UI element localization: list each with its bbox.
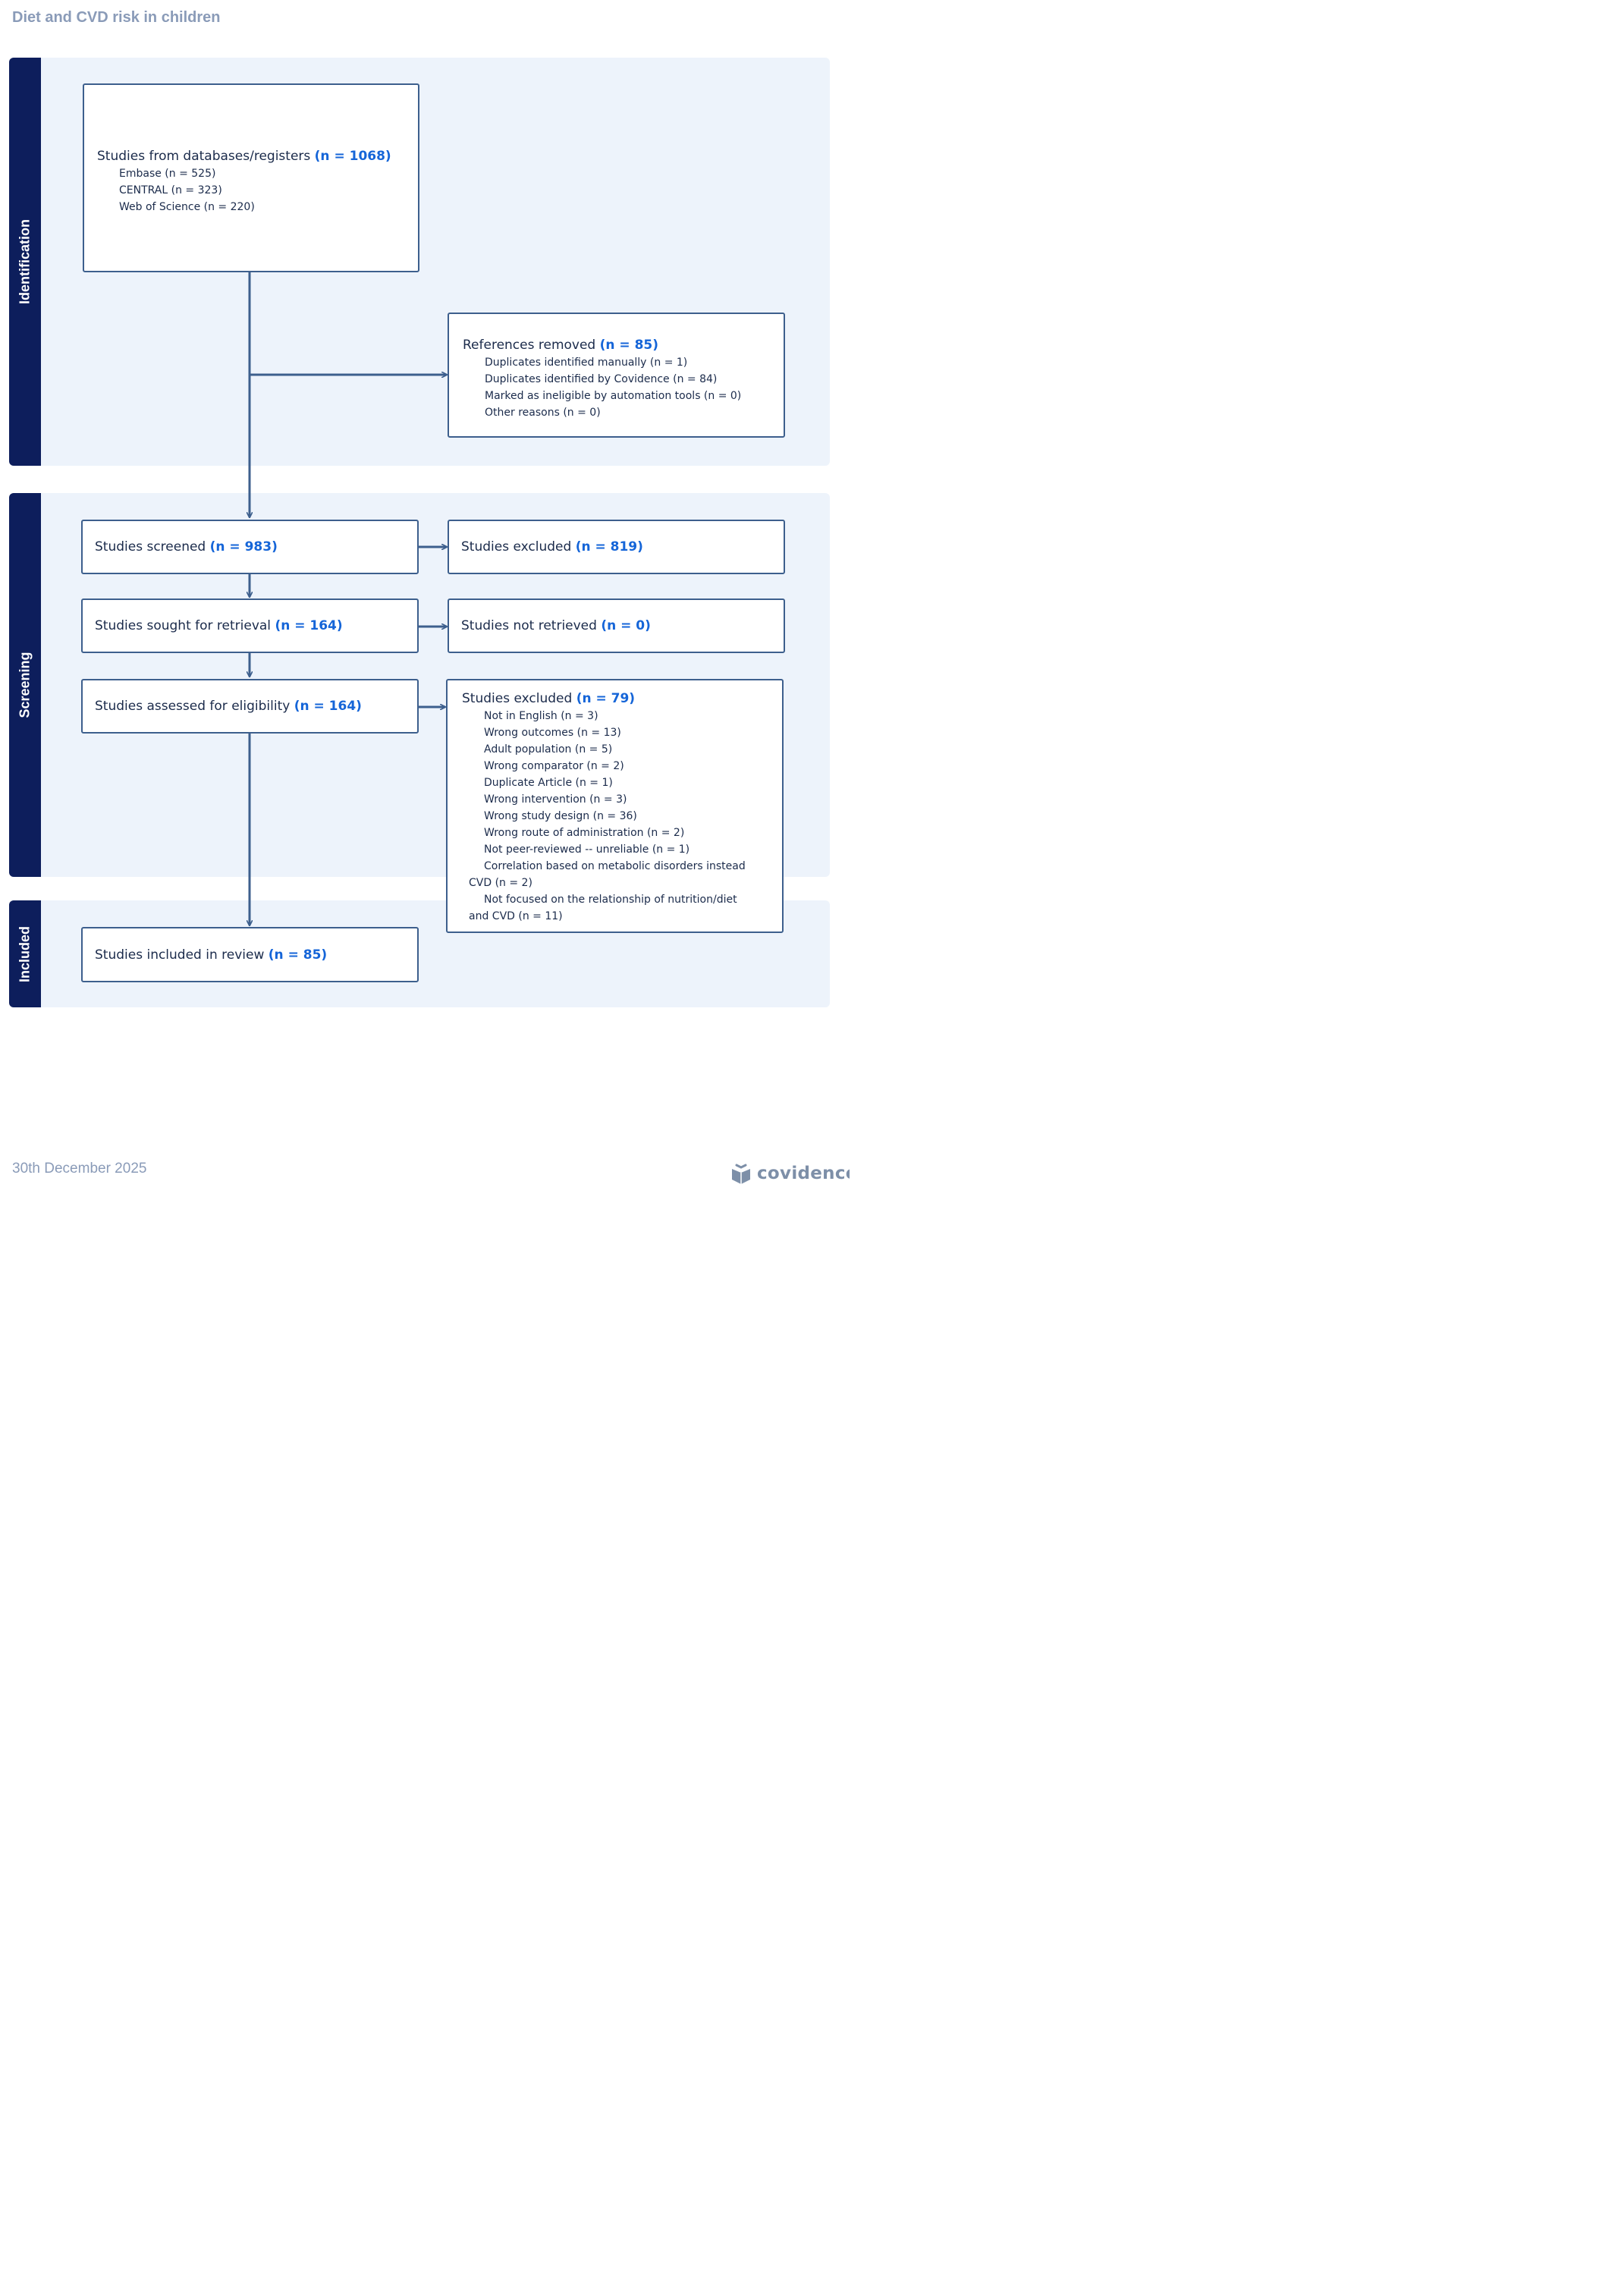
retrieval-count: (n = 164) (275, 618, 343, 633)
included-count: (n = 85) (268, 947, 328, 963)
screened-label: Studies screened (95, 539, 206, 555)
exclusion-reason-long: Correlation based on metabolic disorders… (484, 860, 746, 872)
removed-item: Duplicates identified by Covidence (n = … (485, 373, 718, 385)
not-retrieved-count: (n = 0) (601, 618, 651, 633)
eligibility-label: Studies assessed for eligibility (95, 699, 291, 714)
exclusion-reason: Wrong route of administration (n = 2) (484, 827, 685, 839)
exclusion-reason-long: Not focused on the relationship of nutri… (484, 894, 737, 906)
exclusion-reason: Not peer-reviewed -- unreliable (n = 1) (484, 844, 690, 856)
exclusion-reason-long-cont: CVD (n = 2) (469, 877, 532, 889)
eligibility-excluded-heading: Studies excluded (n = 79) (462, 690, 782, 708)
not-retrieved-label: Studies not retrieved (461, 618, 597, 633)
footer-date: 30th December 2025 (12, 1161, 147, 1177)
eligibility-excluded-count: (n = 79) (576, 691, 636, 706)
exclusion-reason: Adult population (n = 5) (484, 743, 613, 756)
identified-count: (n = 1068) (314, 149, 391, 164)
exclusion-reason: Duplicate Article (n = 1) (484, 777, 613, 789)
exclusion-reason: Not in English (n = 3) (484, 710, 598, 722)
eligibility-excluded-box: Studies excluded (n = 79) Not in English… (446, 679, 784, 933)
exclusion-reason: Wrong comparator (n = 2) (484, 760, 624, 772)
covidence-wordmark: covidence (757, 1164, 850, 1183)
eligibility-excluded-label: Studies excluded (462, 691, 573, 706)
covidence-logo: covidence (730, 1161, 850, 1185)
screened-excluded-box: Studies excluded (n = 819) (448, 520, 785, 574)
included-tab: Included (9, 900, 41, 1007)
identified-box: Studies from databases/registers (n = 10… (83, 83, 419, 272)
retrieval-box: Studies sought for retrieval (n = 164) (81, 598, 419, 653)
removed-item: Marked as ineligible by automation tools… (485, 390, 742, 402)
page-title: Diet and CVD risk in children (12, 9, 221, 26)
removed-item: Duplicates identified manually (n = 1) (485, 357, 688, 369)
included-box: Studies included in review (n = 85) (81, 927, 419, 982)
identified-label: Studies from databases/registers (97, 149, 311, 164)
exclusion-reason-long-cont: and CVD (n = 11) (469, 910, 563, 922)
removed-label: References removed (463, 338, 596, 353)
removed-count: (n = 85) (599, 338, 659, 353)
exclusion-reason: Wrong study design (n = 36) (484, 810, 637, 822)
source-item: Embase (n = 525) (119, 168, 216, 180)
source-item: CENTRAL (n = 323) (119, 184, 222, 196)
screened-excluded-count: (n = 819) (575, 539, 643, 555)
identification-tab: Identification (9, 58, 41, 466)
screened-excluded-label: Studies excluded (461, 539, 572, 555)
retrieval-label: Studies sought for retrieval (95, 618, 272, 633)
covidence-logo-icon (732, 1164, 750, 1184)
removed-box: References removed (n = 85) Duplicates i… (448, 313, 785, 438)
removed-item: Other reasons (n = 0) (485, 407, 601, 419)
screening-tab: Screening (9, 493, 41, 877)
included-label-text: Studies included in review (95, 947, 265, 963)
eligibility-box: Studies assessed for eligibility (n = 16… (81, 679, 419, 734)
eligibility-count: (n = 164) (294, 699, 362, 714)
screened-box: Studies screened (n = 983) (81, 520, 419, 574)
not-retrieved-box: Studies not retrieved (n = 0) (448, 598, 785, 653)
flow-connectors (0, 272, 850, 1185)
prisma-flow-page: Diet and CVD risk in children Identifica… (0, 0, 850, 1185)
screened-count: (n = 983) (209, 539, 278, 555)
identified-heading: Studies from databases/registers (n = 10… (97, 147, 418, 165)
source-item: Web of Science (n = 220) (119, 201, 255, 213)
exclusion-reason: Wrong intervention (n = 3) (484, 793, 627, 806)
exclusion-reason: Wrong outcomes (n = 13) (484, 727, 621, 739)
removed-heading: References removed (n = 85) (463, 336, 784, 354)
